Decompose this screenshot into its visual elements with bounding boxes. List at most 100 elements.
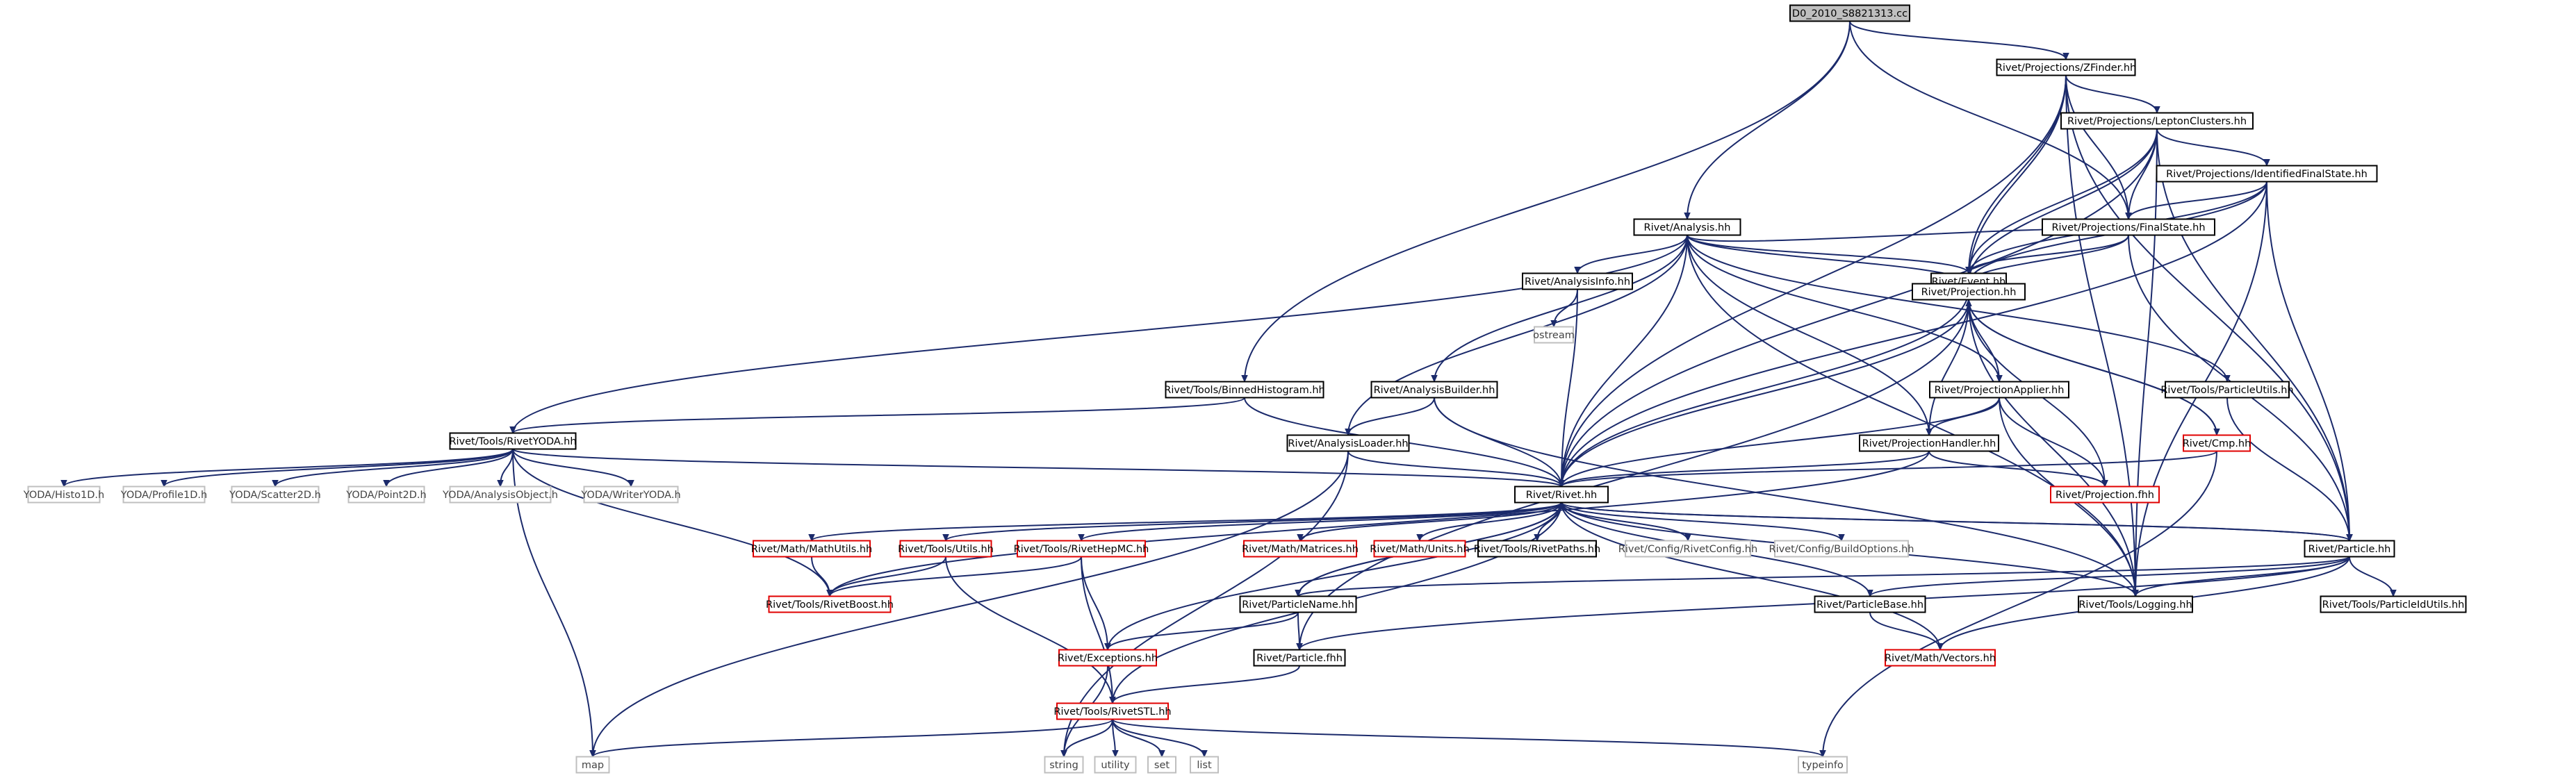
edge-line (2156, 128, 2350, 541)
edge-line (1968, 75, 2067, 284)
edge-analysis-to-event (1687, 235, 1972, 274)
edge-arrowhead (2132, 590, 2139, 597)
edge-idfinalstate-to-particle (2266, 181, 2353, 542)
edge-line (1687, 235, 2136, 597)
edge-arrowhead (826, 590, 833, 597)
node-label: set (1154, 760, 1170, 771)
node-analysisloader[interactable]: Rivet/AnalysisLoader.hh (1286, 434, 1410, 452)
node-rivetpaths[interactable]: Rivet/Tools/RivetPaths.hh (1474, 540, 1600, 558)
edge-analysis-to-rivetyoda (509, 235, 1688, 434)
edge-line (63, 448, 514, 488)
node-matrices[interactable]: Rivet/Math/Matrices.hh (1242, 540, 1359, 558)
node-label: D0_2010_S8821313.cc (1792, 8, 1908, 19)
edge-line (1561, 128, 2158, 487)
edge-arrowhead (1684, 213, 1691, 220)
edge-cmp-to-projection (1965, 299, 2217, 435)
node-box (1534, 326, 1574, 344)
node-particlename[interactable]: Rivet/ParticleName.hh (1239, 595, 1357, 613)
node-label: Rivet/Tools/ParticleUtils.hh (2160, 385, 2293, 396)
edge-line (1561, 450, 1930, 488)
edge-line (1561, 397, 2000, 487)
edge-toolsutils-to-rivetboost (826, 556, 946, 597)
node-box (231, 486, 320, 504)
node-zfinder[interactable]: Rivet/Projections/ZFinder.hh (1996, 58, 2137, 76)
node-rivet[interactable]: Rivet/Rivet.hh (1514, 486, 1609, 504)
node-box (1996, 58, 2136, 76)
node-writeryoda: YODA/WriterYODA.h (580, 486, 681, 504)
node-binnedhisto[interactable]: Rivet/Tools/BinnedHistogram.hh (1164, 381, 1325, 399)
node-rivetboost[interactable]: Rivet/Tools/RivetBoost.hh (766, 595, 894, 613)
edge-leptonclusters-to-idfinalstate (2156, 128, 2270, 167)
edge-line (2065, 75, 2350, 541)
edge-line (1347, 235, 1688, 435)
edge-line (1434, 397, 2136, 597)
node-projectionfhh[interactable]: Rivet/Projection.fhh (2050, 486, 2160, 504)
node-label: Rivet/Math/Matrices.hh (1242, 544, 1359, 555)
edge-arrowhead (497, 480, 504, 488)
edge-line (1561, 75, 2067, 487)
node-label: map (582, 760, 604, 771)
node-units[interactable]: Rivet/Math/Units.hh (1370, 540, 1470, 558)
node-label: Rivet/Projections/ZFinder.hh (1996, 63, 2137, 74)
edge-arrowhead (1819, 750, 1826, 758)
edge-projhandler-to-rivetboost (826, 451, 1930, 597)
edge-line (829, 556, 946, 597)
node-projhandler[interactable]: Rivet/ProjectionHandler.hh (1859, 434, 1999, 452)
node-box (1633, 218, 1741, 236)
node-box (1477, 540, 1597, 558)
edge-arrowhead (589, 750, 596, 758)
edge-arrowhead (272, 480, 279, 488)
node-logging[interactable]: Rivet/Tools/Logging.hh (2078, 595, 2193, 613)
edge-line (1347, 397, 1435, 435)
node-rivethepmc[interactable]: Rivet/Tools/RivetHepMC.hh (1014, 540, 1149, 558)
node-exceptions[interactable]: Rivet/Exceptions.hh (1058, 649, 1158, 667)
node-cmp[interactable]: Rivet/Cmp.hh (2183, 434, 2251, 452)
node-analysis[interactable]: Rivet/Analysis.hh (1633, 218, 1741, 236)
node-label: Rivet/Tools/Logging.hh (2078, 599, 2192, 611)
node-projapplier[interactable]: Rivet/ProjectionApplier.hh (1929, 381, 2069, 399)
edge-arrowhead (1996, 375, 2003, 383)
node-idfinalstate[interactable]: Rivet/Projections/IdentifiedFinalState.h… (2156, 165, 2378, 183)
node-label: Rivet/Projections/FinalState.hh (2051, 222, 2205, 233)
node-label: list (1197, 760, 1212, 771)
node-leptonclusters[interactable]: Rivet/Projections/LeptonClusters.hh (2060, 112, 2254, 130)
node-particleidutils[interactable]: Rivet/Tools/ParticleIdUtils.hh (2320, 595, 2467, 613)
edge-rivetstl-to-typeinfo (1112, 718, 1826, 758)
node-particlefhh[interactable]: Rivet/Particle.fhh (1253, 649, 1346, 667)
edge-arrowhead (1838, 534, 1845, 542)
node-rivetyoda[interactable]: Rivet/Tools/RivetYODA.hh (449, 432, 577, 450)
node-finalstate[interactable]: Rivet/Projections/FinalState.hh (2042, 218, 2215, 236)
node-label: YODA/Point2D.h (345, 490, 426, 501)
edge-analysis-to-analysisinfo (1574, 235, 1688, 274)
edge-binnedhisto-to-rivetyoda (509, 397, 1245, 434)
node-analysisinfo[interactable]: Rivet/AnalysisInfo.hh (1522, 272, 1633, 290)
node-string: string (1044, 756, 1084, 774)
node-mathutils[interactable]: Rivet/Math/MathUtils.hh (751, 540, 873, 558)
node-box (583, 486, 679, 504)
edge-particle-to-particlebase (1867, 556, 2350, 597)
edge-line (1577, 235, 1688, 274)
node-analysisbuilder[interactable]: Rivet/AnalysisBuilder.hh (1370, 381, 1498, 399)
edge-particleutils-to-particle (2226, 397, 2353, 542)
edge-line (1107, 612, 1299, 650)
edge-line (1849, 21, 2129, 219)
node-particlebase[interactable]: Rivet/ParticleBase.hh (1814, 595, 1926, 613)
node-projection[interactable]: Rivet/Projection.hh (1912, 283, 2026, 301)
node-box (1514, 486, 1609, 504)
node-label: YODA/Profile1D.h (120, 490, 207, 501)
node-label: Rivet/Projection.hh (1921, 287, 2017, 298)
node-particleutils[interactable]: Rivet/Tools/ParticleUtils.hh (2160, 381, 2294, 399)
edges-layer (60, 21, 2397, 758)
edge-line (1687, 21, 1851, 219)
node-vectors[interactable]: Rivet/Math/Vectors.hh (1885, 649, 1996, 667)
edge-line (1561, 299, 1969, 487)
edge-event-to-rivet (1558, 289, 1969, 488)
node-rivetstl[interactable]: Rivet/Tools/RivetSTL.hh (1053, 702, 1172, 720)
node-toolsutils[interactable]: Rivet/Tools/Utils.hh (898, 540, 994, 558)
node-label: Rivet/Tools/Utils.hh (898, 544, 994, 555)
node-box (1774, 540, 1909, 558)
node-label: utility (1101, 760, 1130, 771)
node-set: set (1147, 756, 1176, 774)
node-particle[interactable]: Rivet/Particle.hh (2304, 540, 2395, 558)
edge-particlename-to-particlefhh (1296, 612, 1303, 651)
